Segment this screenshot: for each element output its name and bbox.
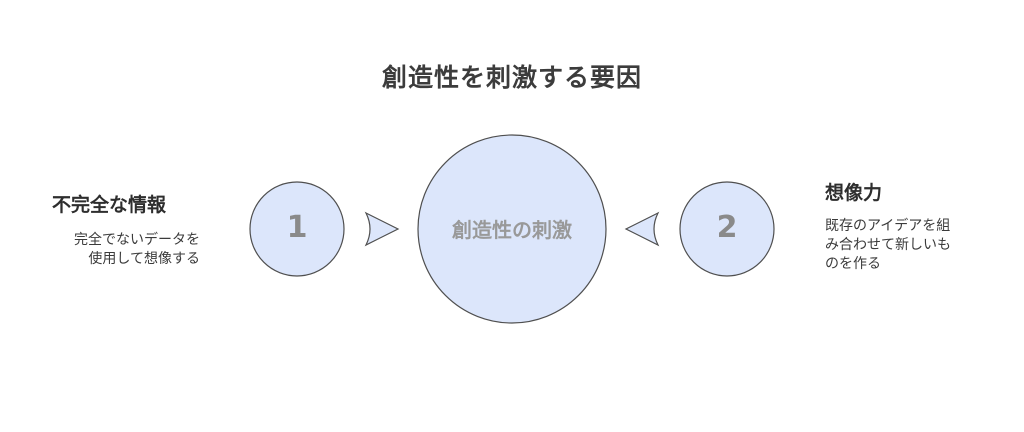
left-description-line: 使用して想像する (88, 251, 200, 267)
node-2-circle (679, 181, 775, 277)
right-heading: 想像力 (825, 182, 883, 204)
right-description: 既存のアイデアを組 み合わせて新しいも のを作る (825, 217, 1005, 274)
left-heading: 不完全な情報 (52, 194, 167, 216)
node-1-circle (249, 181, 345, 277)
diagram-title: 創造性を刺激する要因 (381, 63, 642, 92)
right-description-line: み合わせて新しいも (825, 237, 951, 253)
arrow-left-icon (624, 211, 660, 247)
center-label: 創造性の刺激 (452, 218, 572, 242)
center-circle (417, 134, 607, 324)
node-2-number: 2 (716, 210, 738, 245)
node-1-number: 1 (286, 210, 308, 245)
right-description-line: のを作る (825, 256, 881, 272)
left-description-line: 完全でないデータを (74, 232, 200, 248)
left-description: 完全でないデータを 使用して想像する (30, 231, 200, 269)
arrow-right-icon (364, 211, 400, 247)
right-description-line: 既存のアイデアを組 (825, 218, 951, 234)
